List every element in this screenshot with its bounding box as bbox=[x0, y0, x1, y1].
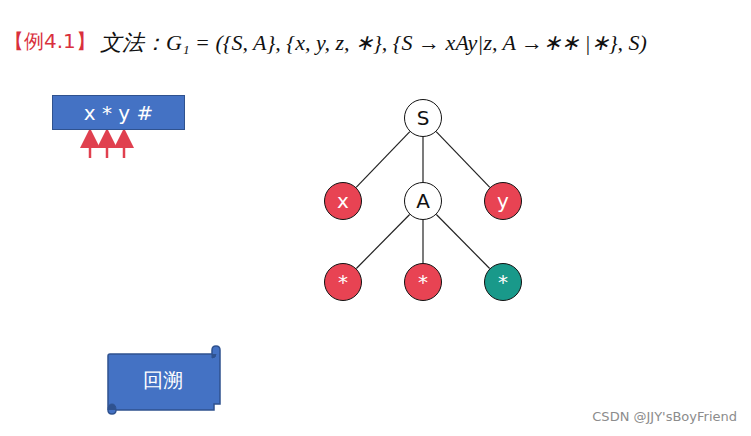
node-symbol: x bbox=[337, 189, 349, 213]
leaf-node: y bbox=[484, 182, 522, 220]
scroll-text: 回溯 bbox=[143, 367, 183, 394]
backtrack-scroll: 回溯 bbox=[104, 344, 222, 416]
input-tape: x * y # bbox=[52, 95, 185, 130]
tree-node: A bbox=[404, 182, 442, 220]
tree-edge bbox=[422, 137, 423, 182]
node-symbol: * bbox=[498, 270, 508, 294]
tree-node: S bbox=[404, 99, 442, 137]
leaf-node: x bbox=[324, 182, 362, 220]
tree-edge bbox=[422, 220, 423, 263]
tree-edge bbox=[356, 215, 409, 269]
tree-edge bbox=[436, 132, 490, 188]
grammar-title: 文法：G₁ = ({S, A}, {x, y, z, ∗}, {S → xAy|… bbox=[100, 28, 647, 58]
node-symbol: * bbox=[418, 270, 428, 294]
node-symbol: * bbox=[338, 270, 348, 294]
example-tag: 【例4.1】 bbox=[4, 28, 96, 55]
node-symbol: A bbox=[416, 189, 430, 213]
leaf-node: * bbox=[324, 263, 362, 301]
watermark: CSDN @JJY'sBoyFriend bbox=[592, 409, 737, 424]
tree-edge bbox=[356, 132, 410, 188]
node-symbol: S bbox=[417, 106, 430, 130]
leaf-node: * bbox=[484, 263, 522, 301]
tree-edge bbox=[436, 215, 489, 269]
leaf-node: * bbox=[404, 263, 442, 301]
tape-text: x * y # bbox=[84, 101, 154, 125]
node-symbol: y bbox=[497, 189, 509, 213]
